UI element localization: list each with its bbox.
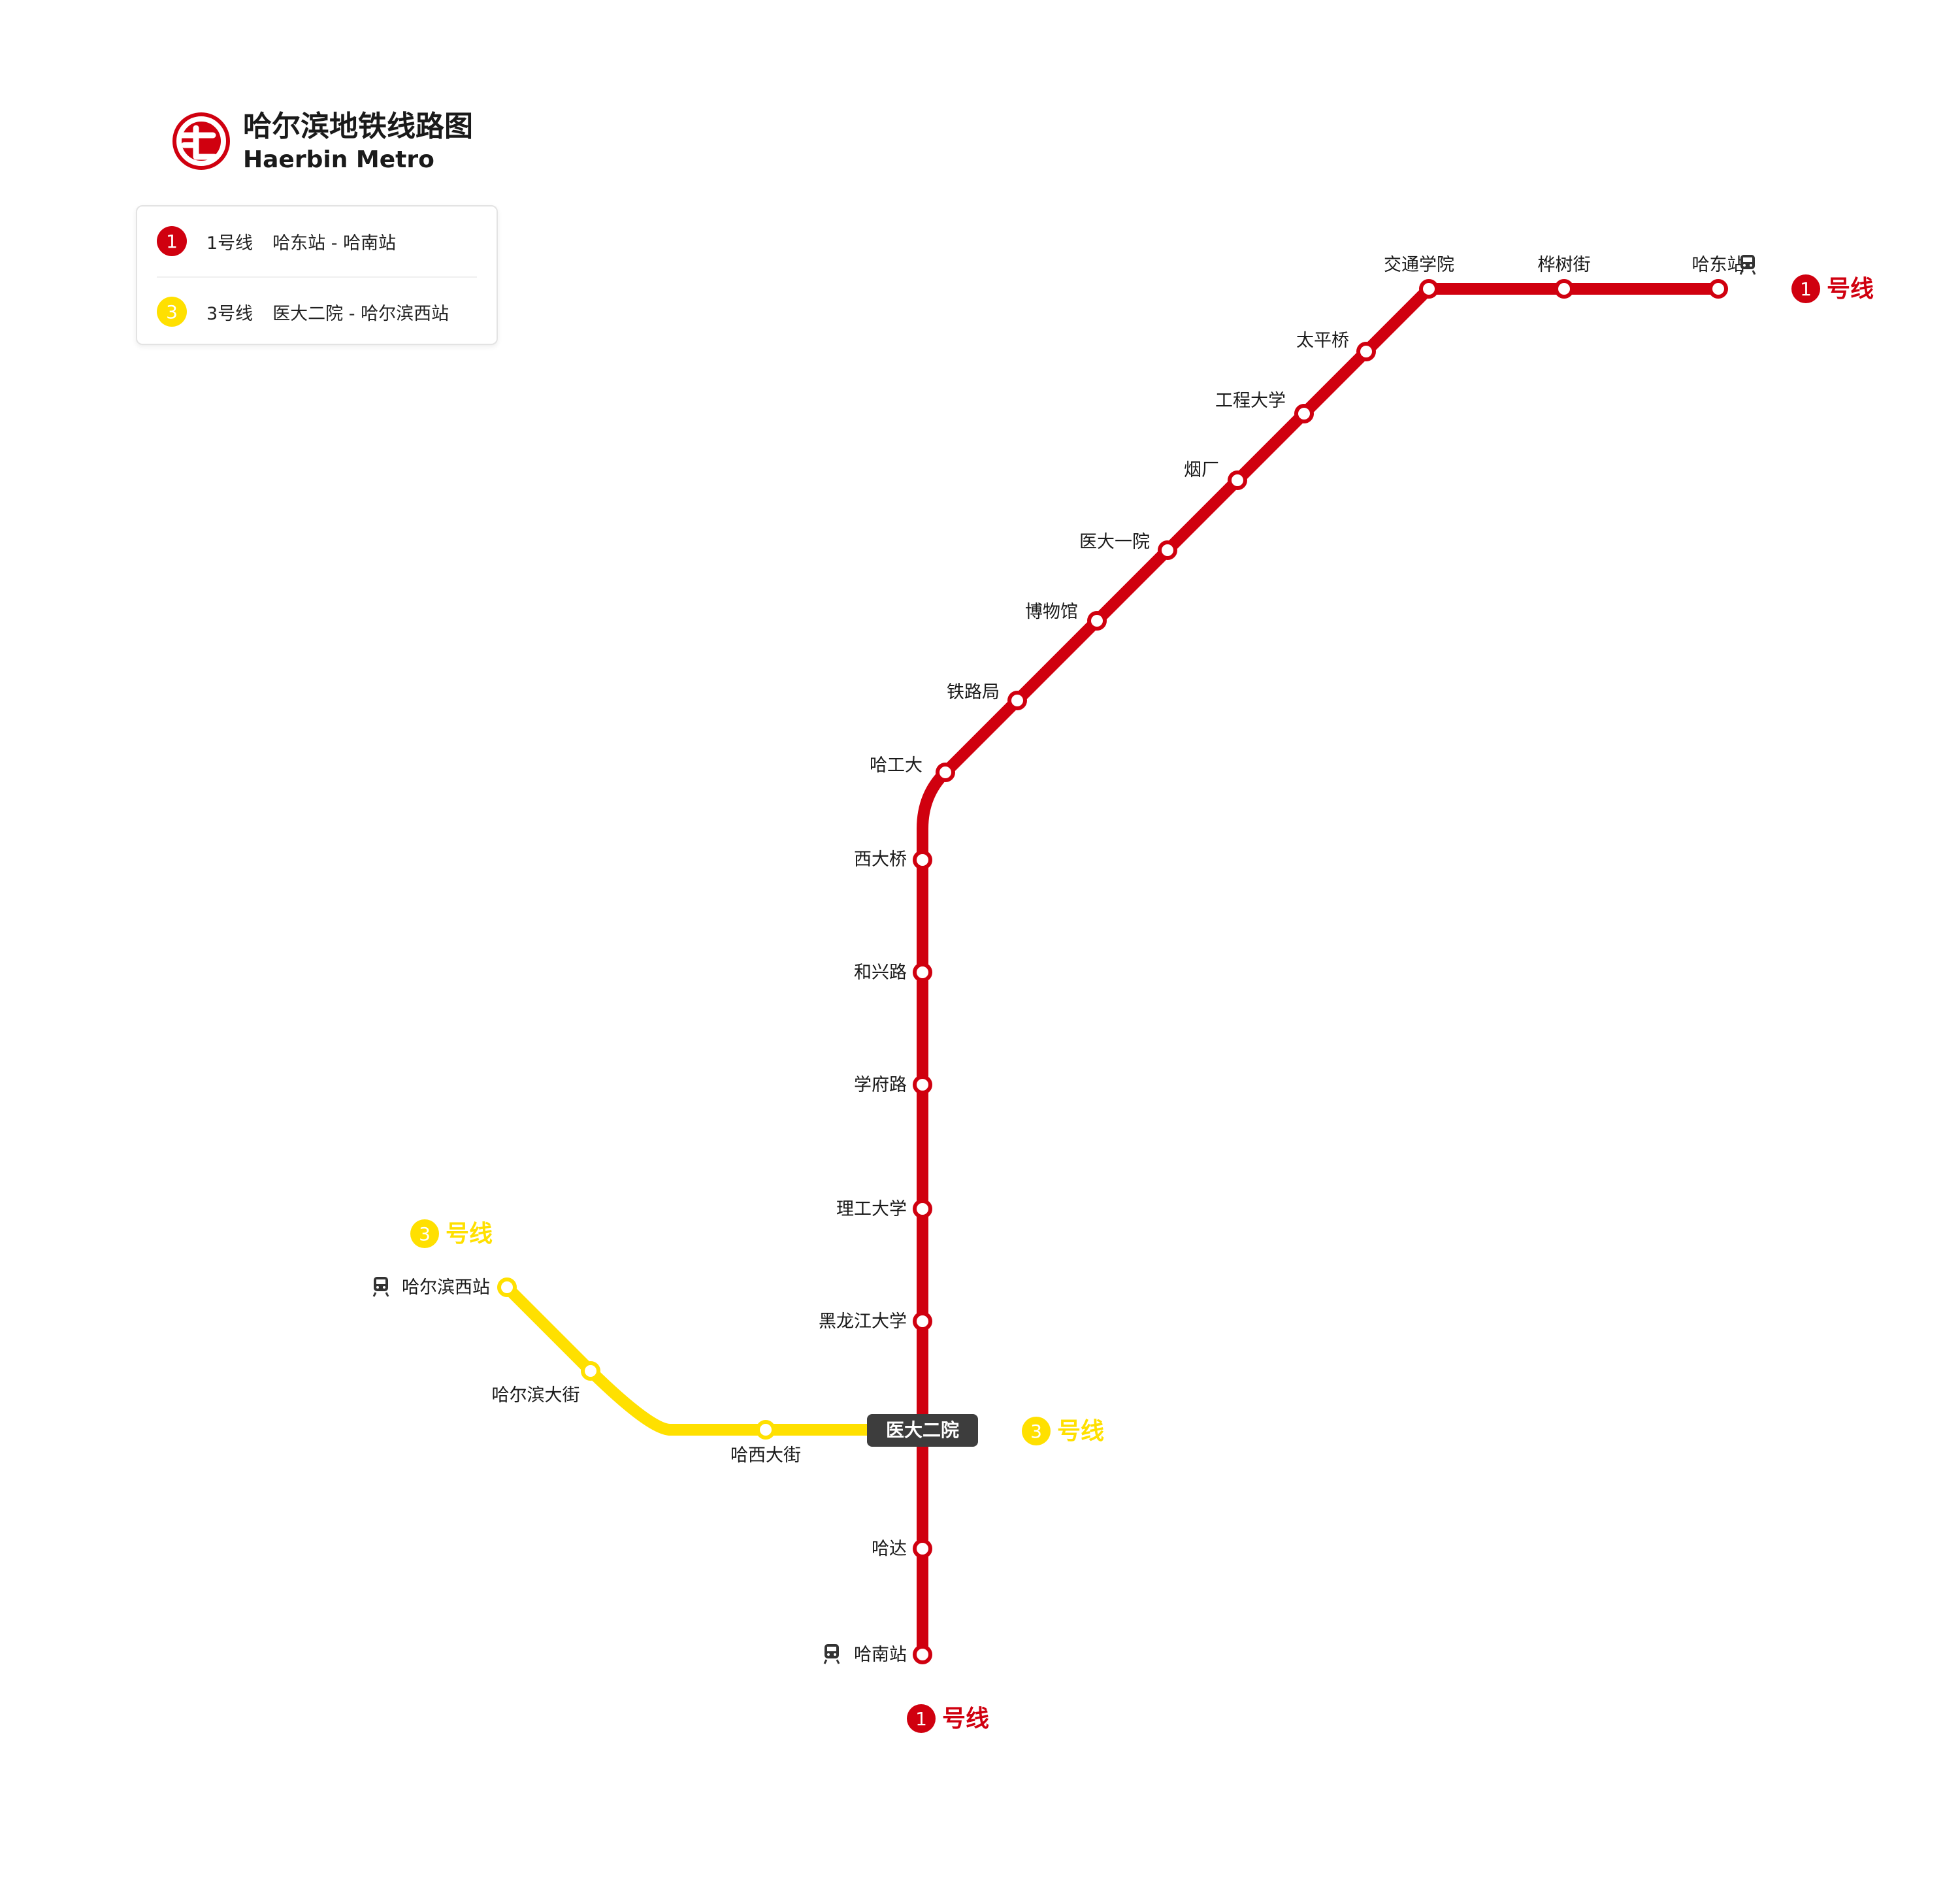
line-tag-suffix: 号线 — [1827, 276, 1874, 303]
legend-item-line-3[interactable]: 3 3号线 医大二院 - 哈尔滨西站 — [157, 295, 477, 328]
line-tag-number: 1 — [1800, 278, 1812, 300]
station-dot[interactable] — [913, 850, 932, 870]
line-1-route — [917, 283, 1724, 1660]
station-dot[interactable] — [1708, 279, 1728, 299]
station-dot[interactable] — [936, 763, 955, 782]
legend-line-name: 1号线 — [206, 233, 253, 254]
station-label-heilongjiangdaxue[interactable]: 黑龙江大学 — [819, 1311, 907, 1332]
station-label-huashujie[interactable]: 桦树街 — [1538, 255, 1591, 275]
legend-badge-line-1: 1 — [157, 226, 187, 256]
station-label-hexinglu[interactable]: 和兴路 — [854, 963, 907, 983]
transfer-station[interactable]: 医大二院 — [867, 1414, 978, 1447]
station-label-tieluju[interactable]: 铁路局 — [947, 682, 1000, 702]
line-3-route — [501, 1281, 928, 1436]
line-tag-suffix: 号线 — [1057, 1418, 1104, 1445]
line-tag-suffix: 号线 — [446, 1221, 493, 1247]
legend-divider — [157, 276, 477, 278]
station-dot[interactable] — [756, 1420, 776, 1440]
legend-line-range: 医大二院 - 哈尔滨西站 — [272, 303, 449, 324]
legend-badge-line-3: 3 — [157, 297, 187, 327]
station-dot[interactable] — [913, 1199, 932, 1219]
station-label-yanchang[interactable]: 烟厂 — [1184, 460, 1219, 480]
station-dot[interactable] — [913, 1645, 932, 1664]
station-dot[interactable] — [1087, 611, 1107, 631]
station-dot[interactable] — [1228, 470, 1247, 490]
transfer-station-label: 医大二院 — [886, 1419, 959, 1441]
legend-item-line-1[interactable]: 1 1号线 哈东站 - 哈南站 — [157, 225, 477, 257]
line-tag-number: 3 — [419, 1223, 431, 1245]
station-label-jiaotongxueyuan[interactable]: 交通学院 — [1384, 255, 1454, 275]
map-subtitle: Haerbin Metro — [243, 146, 434, 173]
station-label-hada[interactable]: 哈达 — [872, 1539, 907, 1559]
station-dot[interactable] — [1007, 691, 1027, 710]
line-tag-suffix: 号线 — [942, 1706, 989, 1732]
station-dot[interactable] — [913, 1311, 932, 1331]
station-label-gongchengdaxue[interactable]: 工程大学 — [1215, 391, 1286, 411]
line-3-tag-east[interactable]: 3 号线 — [1022, 1417, 1104, 1445]
station-label-hanan[interactable]: 哈南站 — [854, 1645, 907, 1665]
line-tag-number: 1 — [915, 1708, 927, 1730]
station-dot[interactable] — [913, 1075, 932, 1095]
station-dot[interactable] — [1356, 342, 1376, 361]
station-label-yidayiyuan[interactable]: 医大一院 — [1079, 532, 1150, 552]
station-label-xuefulu[interactable]: 学府路 — [854, 1075, 907, 1095]
station-dot[interactable] — [1294, 404, 1314, 423]
legend-panel: 1 1号线 哈东站 - 哈南站 3 3号线 医大二院 - 哈尔滨西站 — [136, 205, 498, 345]
line-tag-number: 3 — [1030, 1421, 1042, 1442]
metro-logo-icon — [172, 112, 230, 170]
line-1-tag-south[interactable]: 1 号线 — [907, 1704, 989, 1733]
station-label-haxidajie[interactable]: 哈西大街 — [730, 1445, 801, 1466]
station-dot[interactable] — [1158, 540, 1177, 560]
station-label-ligongdaxue[interactable]: 理工大学 — [836, 1199, 907, 1219]
map-title: 哈尔滨地铁线路图 — [243, 110, 473, 143]
station-label-haerbinxi[interactable]: 哈尔滨西站 — [402, 1277, 490, 1298]
legend-line-name: 3号线 — [206, 303, 253, 324]
train-station-icon — [372, 1277, 389, 1297]
station-label-taipingqiao[interactable]: 太平桥 — [1296, 331, 1349, 351]
legend-line-range: 哈东站 - 哈南站 — [272, 233, 397, 254]
station-dot[interactable] — [913, 1539, 932, 1558]
train-station-icon — [1739, 255, 1756, 275]
station-dot[interactable] — [581, 1361, 600, 1381]
line-1-tag-east[interactable]: 1 号线 — [1791, 274, 1874, 303]
train-station-icon — [823, 1644, 840, 1664]
station-label-hagongda[interactable]: 哈工大 — [870, 755, 923, 776]
station-label-haerbindajie[interactable]: 哈尔滨大街 — [492, 1385, 580, 1406]
station-dot[interactable] — [913, 963, 932, 982]
station-dot[interactable] — [497, 1277, 517, 1297]
station-dot[interactable] — [1419, 279, 1439, 299]
line-1-stations — [913, 279, 1728, 1664]
station-label-xidaqiao[interactable]: 西大桥 — [854, 849, 907, 870]
station-label-bowuguan[interactable]: 博物馆 — [1025, 602, 1078, 622]
station-dot[interactable] — [1554, 279, 1574, 299]
line-3-stations — [497, 1277, 776, 1440]
station-label-hadong[interactable]: 哈东站 — [1692, 255, 1745, 275]
line-3-tag-west[interactable]: 3 号线 — [410, 1219, 493, 1248]
